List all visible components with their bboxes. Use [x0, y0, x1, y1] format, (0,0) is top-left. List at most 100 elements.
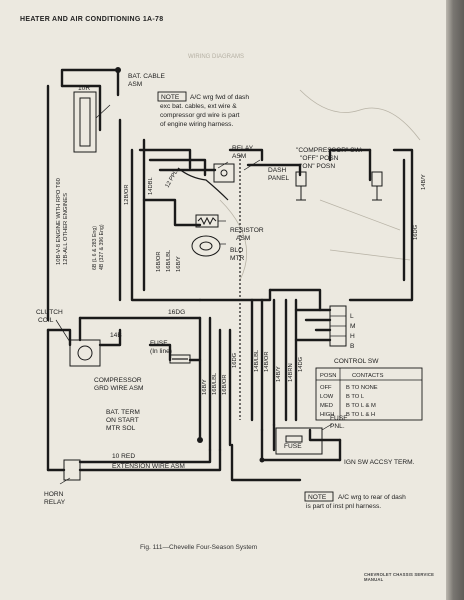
label-16dg-right-group: 16DG	[413, 224, 419, 240]
label-fuse-inline-2: (In line)	[150, 348, 172, 355]
label-16b-y-group: 16B/Y	[176, 256, 182, 272]
label-v-14dg: 14DG	[298, 356, 304, 372]
fuse-panel	[275, 423, 333, 455]
label-v-16b-lbl: 16B/LBL	[212, 372, 218, 395]
label-comp-sw: "COMPRESSOR" SW:	[296, 147, 363, 154]
table-cell-med: MED	[320, 403, 333, 409]
horn-relay	[59, 459, 81, 485]
control-switch-connector	[329, 305, 347, 347]
label-compressor-grd: GRD WIRE ASM	[94, 385, 143, 392]
note-top-tag: NOTE	[161, 94, 180, 101]
label-14dbl-group: 14DBL	[148, 176, 154, 195]
label-fuse-inline: FUSE	[150, 340, 168, 347]
label-14b-y-right: 14B/Y	[421, 174, 427, 190]
compressor-switch	[295, 171, 383, 201]
table-cell-low-contacts: B TO L	[346, 394, 365, 400]
label-ext-wire: EXTENSION WIRE ASM	[112, 463, 185, 470]
label-pin-h: H	[350, 333, 355, 340]
label-16b-lbl: 16B/LBL	[166, 249, 172, 272]
table-cell-high: HIGH	[320, 412, 335, 418]
engine-label-group: 10B-V-8 ENGINE WITH RPO T60 12B-ALL OTHE…	[56, 178, 69, 265]
label-v-16b-lbl-group: 16B/LBL	[212, 372, 218, 395]
table-cell-med-contacts: B TO L & M	[346, 403, 376, 409]
label-clutch: CLUTCH	[36, 309, 63, 316]
inline-fuse	[169, 354, 191, 364]
page-header: HEATER AND AIR CONDITIONING 1A-78	[20, 16, 164, 23]
label-v-16b-y-group: 16B/Y	[202, 379, 208, 395]
label-10-red: 10 RED	[112, 453, 135, 460]
footer-manual-title: CHEVROLET CHASSIS SERVICE MANUAL	[364, 572, 435, 582]
label-v-14brn-group: 14BRN	[288, 363, 294, 382]
label-comp-off: "OFF" POSN	[300, 155, 339, 162]
table-title: CONTROL SW	[334, 358, 379, 365]
clutch-coil	[55, 319, 101, 367]
label-v-14b-y-group: 14B/Y	[276, 366, 282, 382]
label-v-14brn: 14BRN	[288, 363, 294, 382]
label-pin-l: L	[350, 313, 354, 320]
bleed-title: WIRING DIAGRAMS	[188, 54, 244, 60]
main-harness	[46, 68, 414, 482]
label-clutch-coil: COIL	[38, 317, 54, 324]
label-v-14dg-group: 14DG	[298, 356, 304, 372]
relay-asm	[177, 161, 235, 201]
label-fuse-pnl-2: PNL.	[330, 423, 345, 430]
label-v-14b-or: 14B/OR	[264, 351, 270, 372]
label-10r: 10R	[78, 85, 90, 92]
label-engine-4: 4B (327 & 396 Eng)	[99, 224, 105, 270]
table-cell-off: OFF	[320, 385, 332, 391]
label-engine-2: 12B-ALL OTHER ENGINES	[63, 193, 69, 265]
wiring-diagram: WIRING DIAGRAMS	[36, 54, 427, 510]
table-header-contacts: CONTACTS	[352, 373, 384, 379]
label-v-16b-or: 16B/OR	[222, 374, 228, 395]
control-switch-table: CONTROL SW POSN CONTACTS OFF B TO NONE L…	[315, 358, 423, 421]
figure-caption: Fig. 111—Chevelle Four-Season System	[140, 544, 258, 551]
label-bat-term-3: MTR SOL	[106, 425, 136, 432]
label-16b-y: 16B/Y	[176, 256, 182, 272]
label-16b-or: 16B/OR	[156, 251, 162, 272]
label-bat-term: BAT. TERM	[106, 409, 140, 416]
note-top-line-3: compressor grd wire is part	[160, 112, 240, 119]
bleed-through: WIRING DIAGRAMS	[188, 54, 421, 281]
label-dash: DASH	[268, 167, 287, 174]
note-top-line-1: A/C wrg fwd of dash	[190, 94, 249, 101]
label-compressor: COMPRESSOR	[94, 377, 142, 384]
label-bat-term-2: ON START	[106, 417, 139, 424]
label-pin-m: M	[350, 323, 356, 330]
resistor-and-blower	[191, 214, 226, 257]
label-12ppl-group: 12 PPL	[165, 169, 180, 189]
label-ign: IGN SW ACCSY TERM.	[344, 459, 415, 466]
bat-term-junction	[197, 437, 203, 443]
label-engine-1: 10B-V-8 ENGINE WITH RPO T60	[56, 178, 62, 265]
label-engine-3: 6B (L 6 & 283 Eng)	[92, 226, 98, 270]
note-top-line-2: exc bat. cables, ext wire &	[160, 103, 237, 110]
label-12b-or-group: 12B/OR	[124, 184, 130, 205]
label-dash-panel: PANEL	[268, 175, 289, 182]
table-cell-high-contacts: B TO L & H	[346, 412, 375, 418]
dash-panel-leader	[243, 159, 261, 171]
manual-page: HEATER AND AIR CONDITIONING 1A-78 WIRING…	[0, 0, 452, 600]
table-cell-low: LOW	[320, 394, 334, 400]
note-bottom-tag: NOTE	[308, 494, 327, 501]
label-fuse-small: FUSE	[284, 443, 302, 450]
page-edge-shadow	[446, 0, 464, 600]
table-cell-off-contacts: B TO NONE	[346, 385, 378, 391]
note-bottom-line-1: A/C wrg to rear of dash	[338, 494, 406, 501]
label-16dg: 16DG	[168, 309, 185, 316]
note-top: NOTE A/C wrg fwd of dash exc bat. cables…	[157, 91, 249, 128]
label-fuse-pnl: FUSE	[330, 415, 348, 422]
note-bottom: NOTE A/C wrg to rear of dash is part of …	[304, 491, 406, 510]
label-pin-b: B	[350, 343, 355, 350]
label-v-14b-lbl: 14B/LBL	[254, 349, 260, 372]
label-12ppl: 12 PPL	[165, 169, 180, 189]
label-16dg-right: 16DG	[413, 224, 419, 240]
engine-label-group-2: 6B (L 6 & 283 Eng) 4B (327 & 396 Eng)	[92, 224, 105, 270]
label-horn-relay: RELAY	[44, 499, 66, 506]
label-resistor: RESISTOR	[230, 227, 264, 234]
label-resistor-asm: ASM	[236, 235, 250, 242]
label-relay: RELAY	[232, 145, 254, 152]
label-16b-or-group: 16B/OR	[156, 251, 162, 272]
label-14dbl: 14DBL	[148, 176, 154, 195]
label-v-16dg-group: 16DG	[232, 352, 238, 368]
label-blo-mtr: MTR	[230, 255, 245, 262]
bat-cable-asm	[73, 67, 121, 153]
